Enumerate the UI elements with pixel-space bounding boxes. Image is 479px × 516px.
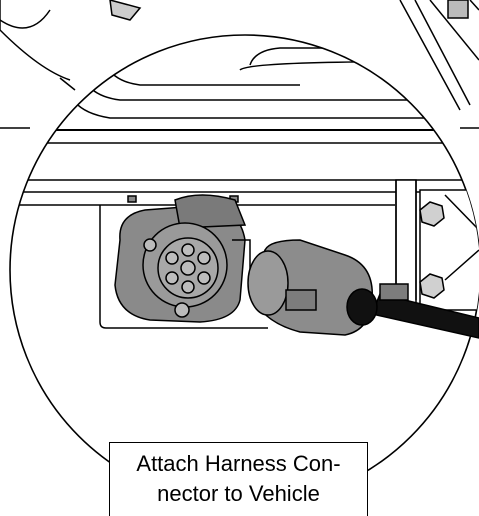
harness-plug: [247, 239, 479, 339]
caption-line-2: nector to Vehicle: [157, 481, 320, 506]
seven-pin-socket: [114, 194, 251, 323]
caption-line-1: Attach Harness Con-: [136, 451, 341, 476]
detail-circle: [9, 34, 479, 506]
background-scene: [0, 0, 479, 129]
caption-box: Attach Harness Con- nector to Vehicle: [109, 442, 368, 516]
socket-pins: [165, 243, 211, 294]
